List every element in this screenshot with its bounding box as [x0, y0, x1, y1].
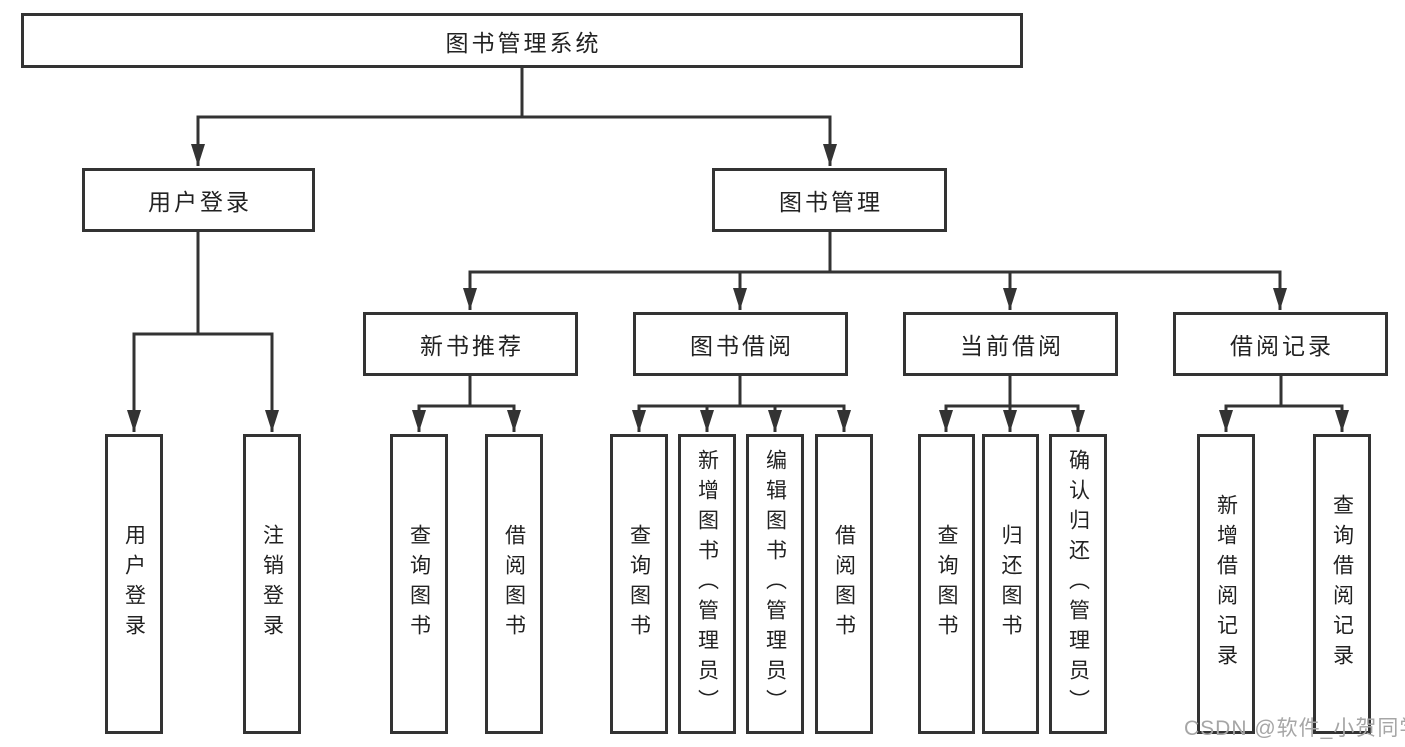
leaf-label: 用户登录: [122, 524, 146, 644]
connector-book-borrow-group: [632, 376, 851, 432]
connector-borrow-records-group: [1219, 376, 1349, 432]
leaf-query-borrow-record: 查询借阅记录: [1313, 434, 1371, 734]
leaf-add-borrow-record: 新增借阅记录: [1197, 434, 1255, 734]
leaf-label: 新增图书（管理员）: [695, 449, 719, 719]
leaf-borrow-books: 借阅图书: [815, 434, 873, 734]
leaf-confirm-return-admin: 确认归还（管理员）: [1049, 434, 1107, 734]
csdn-watermark: CSDN @软件_小贺同学: [1184, 717, 1405, 740]
leaf-label: 注销登录: [260, 524, 284, 644]
leaf-return-books: 归还图书: [982, 434, 1039, 734]
leaf-label: 确认归还（管理员）: [1066, 449, 1090, 719]
connector-root-to-level2: [191, 68, 837, 166]
connector-new-book-recommend-group: [412, 376, 521, 432]
connector-user-login-group: [127, 232, 279, 432]
connector-book-management-to-level3: [463, 232, 1287, 310]
leaf-logout: 注销登录: [243, 434, 301, 734]
node-current-borrow: 当前借阅: [903, 312, 1118, 376]
leaf-label: 查询图书: [935, 524, 958, 644]
node-new-book-recommend: 新书推荐: [363, 312, 578, 376]
leaf-label: 编辑图书（管理员）: [763, 449, 787, 719]
node-user-login: 用户登录: [82, 168, 315, 232]
leaf-label: 借阅图书: [502, 524, 526, 644]
leaf-label: 查询图书: [407, 524, 431, 644]
leaf-query-books-borrow: 查询图书: [610, 434, 668, 734]
leaf-label: 新增借阅记录: [1214, 494, 1238, 674]
leaf-label: 查询借阅记录: [1330, 494, 1354, 674]
connector-current-borrow-group: [939, 376, 1085, 432]
node-book-borrow: 图书借阅: [633, 312, 848, 376]
leaf-user-login: 用户登录: [105, 434, 163, 734]
leaf-edit-books-admin: 编辑图书（管理员）: [746, 434, 804, 734]
leaf-query-books-current: 查询图书: [918, 434, 975, 734]
leaf-borrow-books-recommend: 借阅图书: [485, 434, 543, 734]
node-book-management: 图书管理: [712, 168, 947, 232]
leaf-query-books-recommend: 查询图书: [390, 434, 448, 734]
node-borrow-records: 借阅记录: [1173, 312, 1388, 376]
leaf-label: 归还图书: [999, 524, 1022, 644]
leaf-label: 借阅图书: [832, 524, 856, 644]
node-library-management-system: 图书管理系统: [21, 13, 1023, 68]
leaf-add-books-admin: 新增图书（管理员）: [678, 434, 736, 734]
leaf-label: 查询图书: [627, 524, 651, 644]
